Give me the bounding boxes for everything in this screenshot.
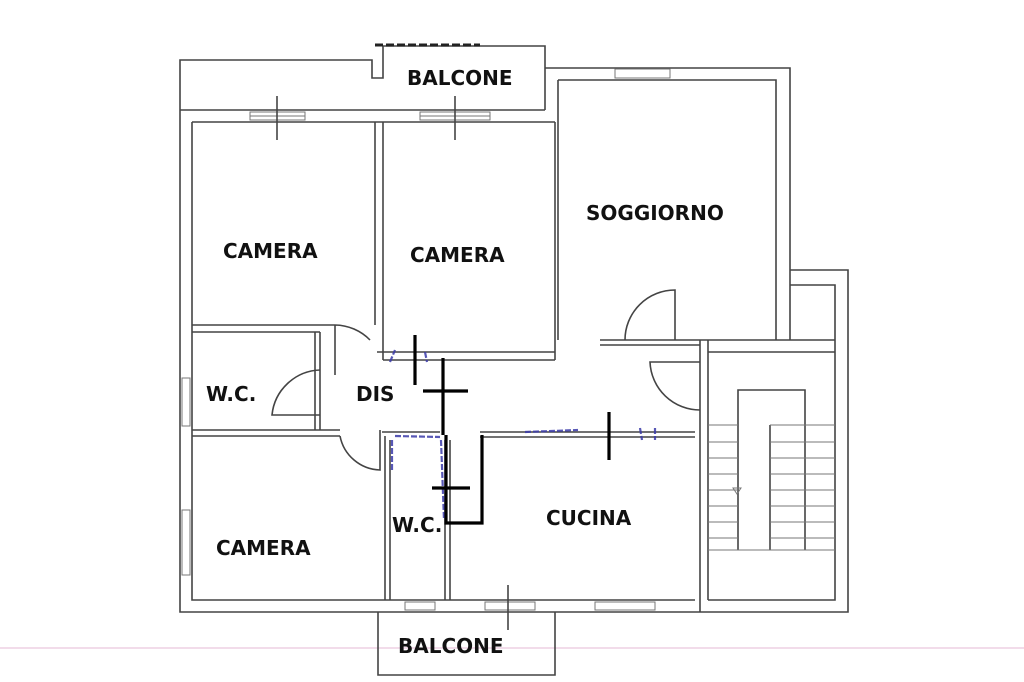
markup-lines xyxy=(413,335,611,525)
exterior-walls xyxy=(179,67,849,613)
room-label-balcone-top: BALCONE xyxy=(407,66,513,90)
room-label-camera-3: CAMERA xyxy=(216,536,311,560)
room-label-dis: DIS xyxy=(356,382,395,406)
room-label-camera-1: CAMERA xyxy=(223,239,318,263)
room-label-wc-2: W.C. xyxy=(392,513,443,537)
room-label-wc-1: W.C. xyxy=(206,382,257,406)
blue-annotations xyxy=(388,349,657,521)
room-label-balcone-bottom: BALCONE xyxy=(398,634,504,658)
bottom-balcony-outline xyxy=(377,612,556,676)
staircase xyxy=(708,389,835,551)
room-label-camera-2: CAMERA xyxy=(410,243,505,267)
room-label-cucina: CUCINA xyxy=(546,506,632,530)
top-balcony-outline xyxy=(179,45,546,110)
room-label-soggiorno: SOGGIORNO xyxy=(586,201,724,225)
windows xyxy=(181,68,671,630)
interior-walls xyxy=(192,80,700,600)
doors xyxy=(271,289,701,471)
